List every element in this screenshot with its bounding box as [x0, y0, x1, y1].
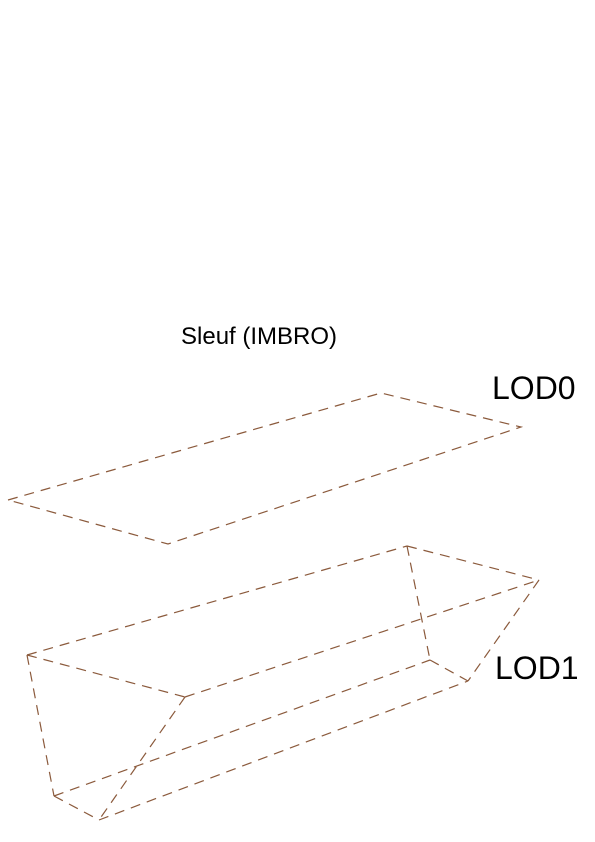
lod1-bottom-right-edge	[429, 659, 469, 682]
lod0-label: LOD0	[492, 370, 576, 406]
lod0-wireframe	[5, 392, 524, 545]
lod1-label: LOD1	[495, 650, 579, 686]
lod1-wireframe	[26, 545, 540, 821]
lod1-left-back-vertical	[26, 654, 55, 797]
lod1-right-front-slope	[467, 579, 540, 682]
lod1-bottom-far-edge	[53, 659, 431, 797]
lod1-top-far-edge	[26, 545, 408, 656]
lod1-right-back-vertical	[406, 545, 431, 661]
lod1-bottom-left-edge	[53, 795, 100, 821]
lod1-left-front-slope	[98, 696, 186, 821]
lod1-top-left-edge	[26, 654, 186, 698]
diagram-title: Sleuf (IMBRO)	[181, 323, 338, 350]
lod1-top-near-edge	[184, 579, 540, 698]
lod0-surface-outline	[5, 392, 524, 545]
lod1-bottom-near-edge	[98, 680, 469, 821]
lod1-top-right-edge	[406, 545, 540, 581]
